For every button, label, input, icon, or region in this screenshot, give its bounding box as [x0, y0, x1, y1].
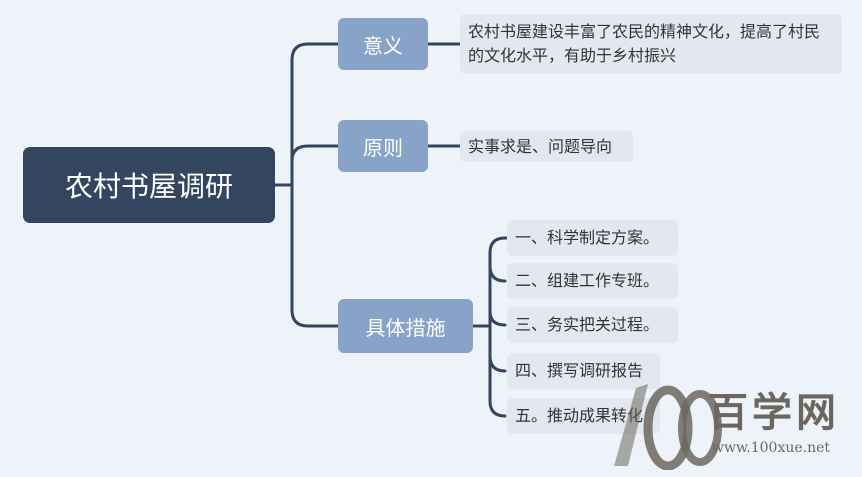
leaf-measure-4[interactable]: 四、撰写调研报告: [507, 353, 660, 389]
watermark-title: 百学网: [708, 389, 840, 436]
branch-significance[interactable]: 意义: [338, 18, 428, 70]
connector-branch-2: [290, 144, 340, 163]
connector-measure-4: [488, 354, 507, 373]
root-topic[interactable]: 农村书屋调研: [23, 147, 275, 223]
watermark-url: www.100xue.net: [712, 440, 831, 456]
connector-trunk: [290, 42, 310, 328]
connector-measure-3: [488, 309, 507, 327]
watermark-digit-zero-1: [643, 385, 693, 470]
watermark-digit-zero-2: [678, 390, 722, 466]
watermark-logo: [614, 384, 722, 470]
leaf-significance[interactable]: 农村书屋建设丰富了农民的精神文化，提高了村民的文化水平，有助于乡村振兴: [460, 14, 842, 74]
leaf-measure-3[interactable]: 三、务实把关过程。: [507, 307, 678, 343]
leaf-measure-1[interactable]: 一、科学制定方案。: [507, 220, 678, 256]
branch-measures[interactable]: 具体措施: [338, 299, 473, 353]
leaf-measure-2[interactable]: 二、组建工作专班。: [507, 263, 678, 299]
leaf-principle[interactable]: 实事求是、问题导向: [460, 131, 633, 162]
connector-subtrunk-vertical: [488, 236, 507, 418]
branch-principle[interactable]: 原则: [338, 120, 428, 172]
connector-measure-2: [488, 264, 507, 283]
watermark-digit-one: [614, 384, 648, 466]
